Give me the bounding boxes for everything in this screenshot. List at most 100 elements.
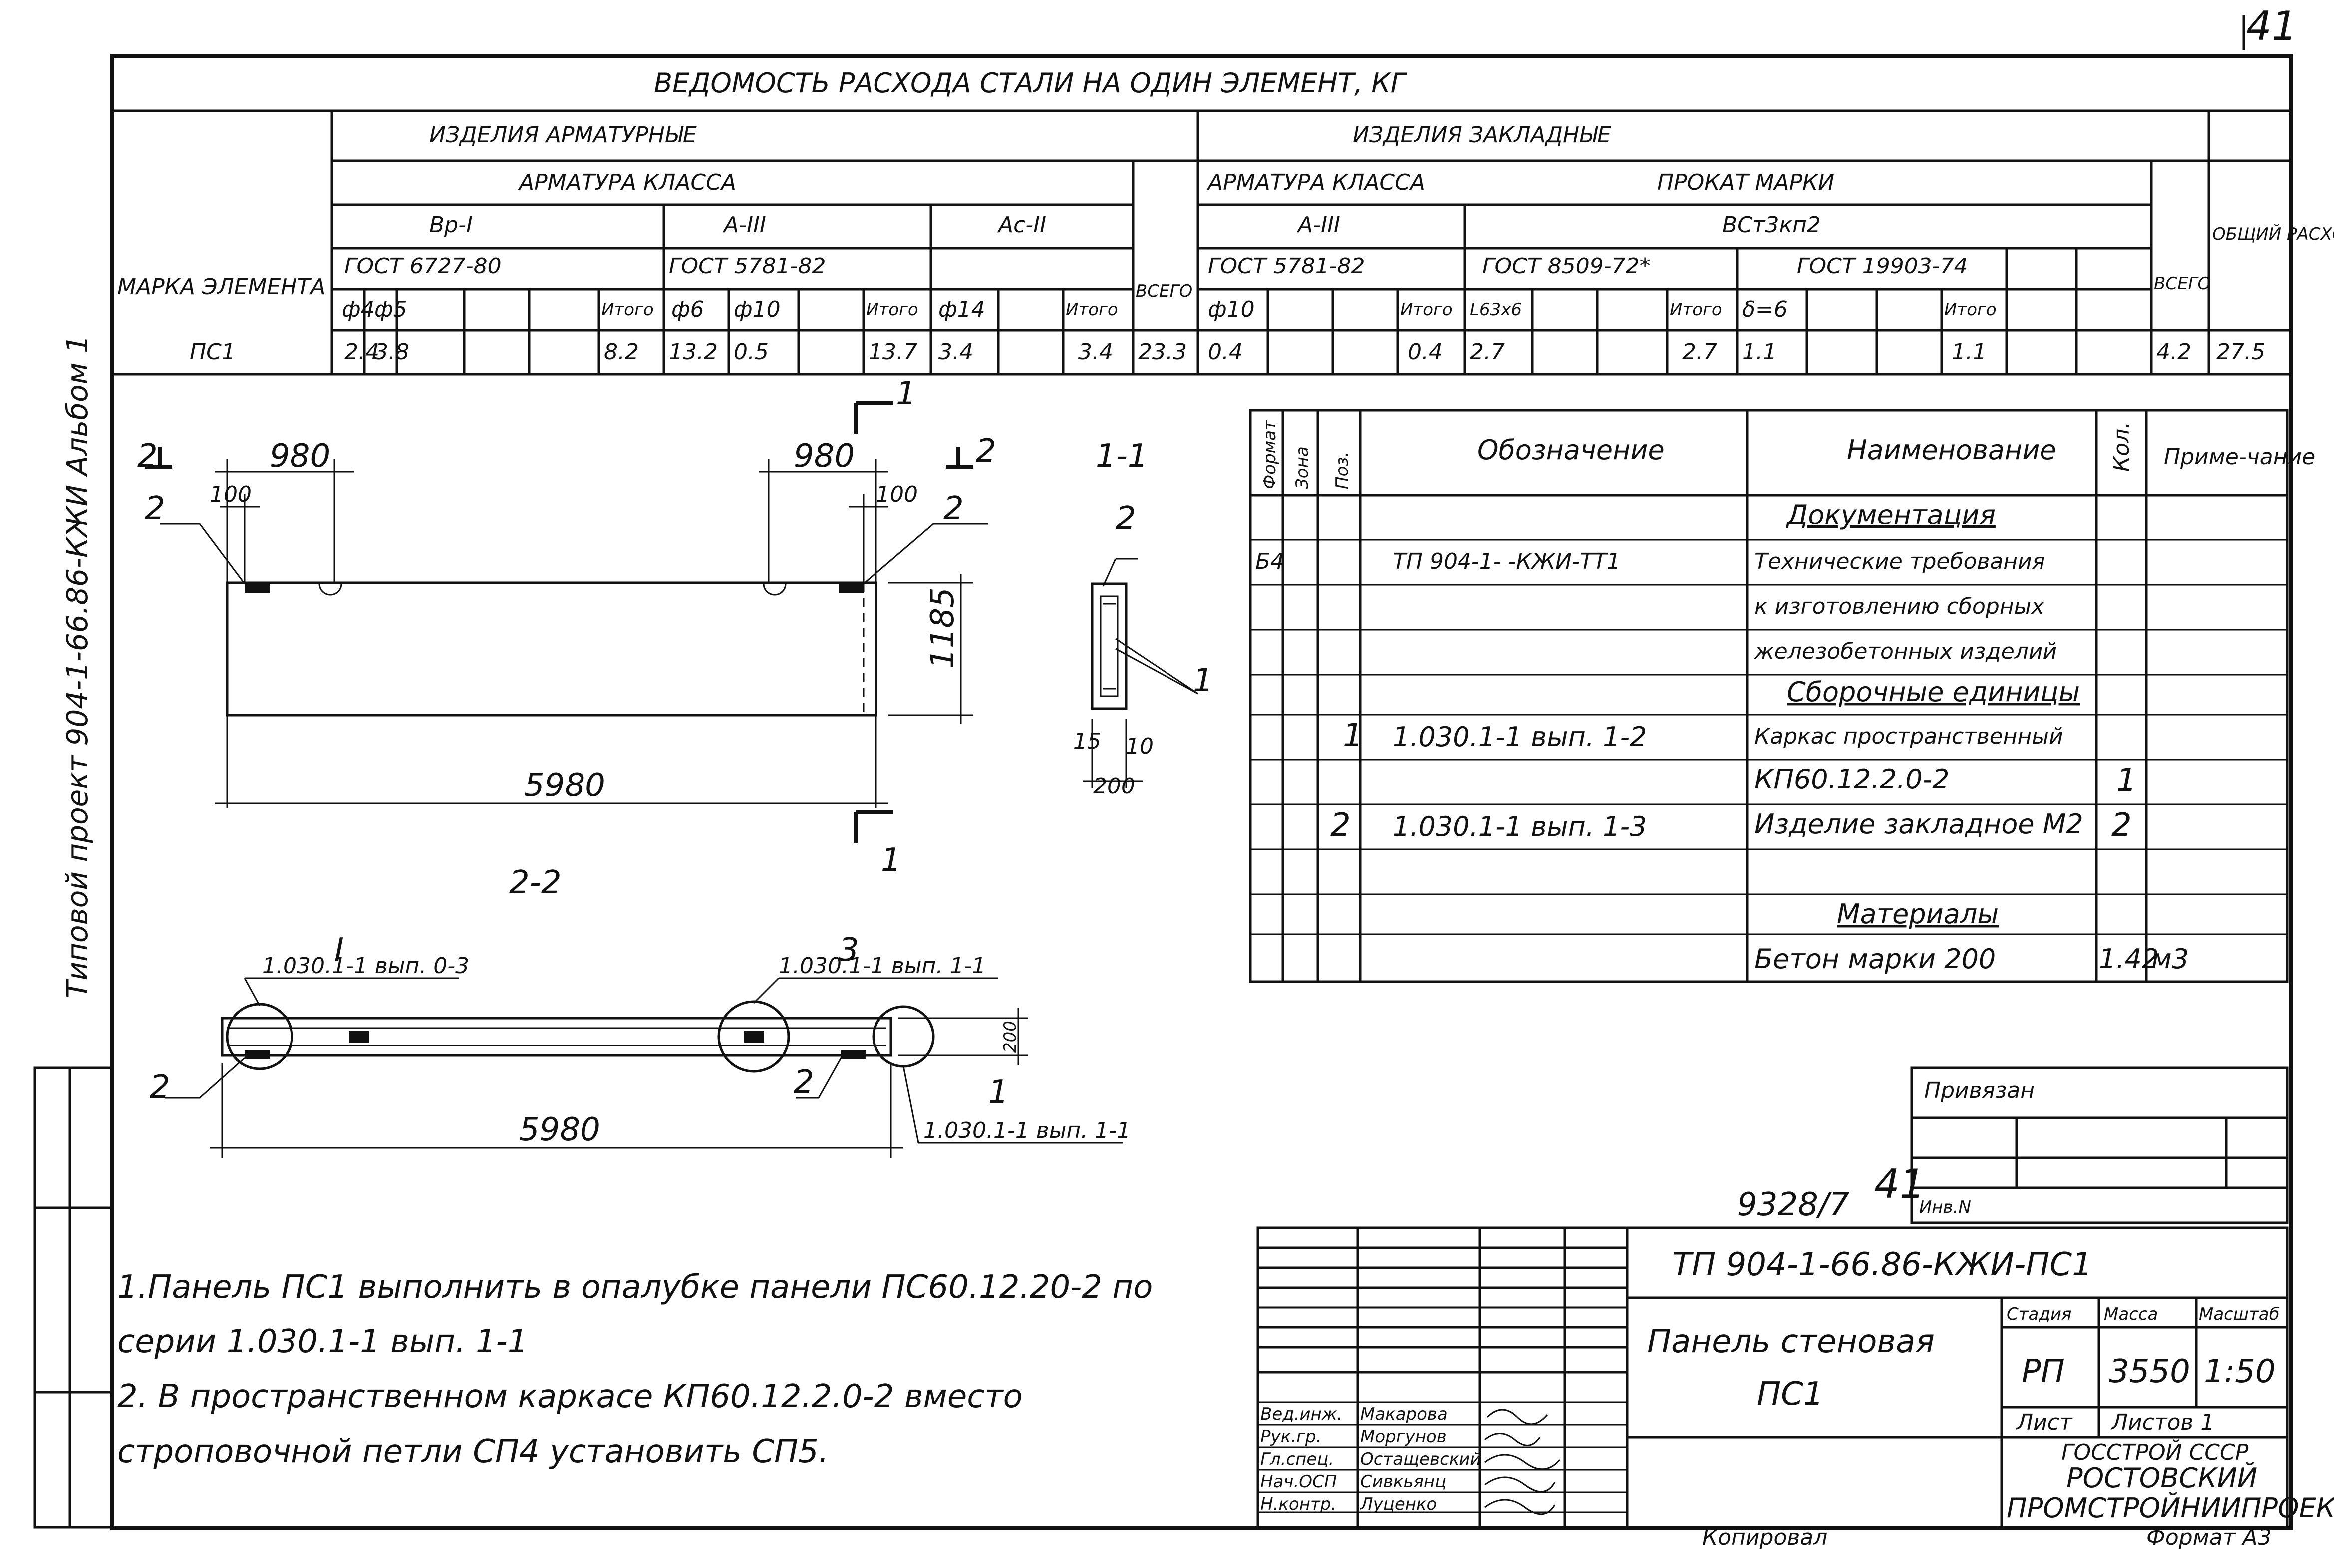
section-2-2-label: 2-2 xyxy=(509,864,562,901)
leader-3-text: 1.030.1-1 вып. 1-1 xyxy=(779,953,986,979)
archive-sheet: 41 xyxy=(1874,1161,1925,1207)
section-2-2-tag-2-right: 2 xyxy=(794,1064,814,1101)
svg-text:Луценко: Луценко xyxy=(1359,1494,1437,1514)
section-1-1-label: 1-1 xyxy=(1096,438,1148,475)
leader-I-label: I xyxy=(334,932,344,969)
item-name: Панель стеновая xyxy=(1647,1323,1935,1360)
class-ac2: Ас-II xyxy=(997,212,1046,238)
spec-row-5-des: 1.030.1-1 вып. 1-2 xyxy=(1393,721,1647,753)
spec-h-zone: Зона xyxy=(1292,446,1312,489)
section-1-1-tag-2: 2 xyxy=(1116,500,1136,537)
format-label: Формат А3 xyxy=(2146,1525,2272,1550)
spec-row-10-qty: 1.42 xyxy=(2099,943,2159,975)
item-mark: ПС1 xyxy=(1757,1376,1824,1413)
page-number: 41 xyxy=(2246,3,2297,49)
embedded-class-a3: А-III xyxy=(1296,212,1340,238)
svg-text:27.5: 27.5 xyxy=(2216,339,2265,365)
spec-row-6-qty: 1 xyxy=(2116,762,2137,799)
svg-text:Итого: Итого xyxy=(1400,300,1453,320)
mass-label: Масса xyxy=(2104,1305,2158,1324)
cut-2-right: 2 xyxy=(976,433,996,470)
leader-1-text: 1.030.1-1 вып. 1-1 xyxy=(923,1118,1131,1143)
svg-text:Гл.спец.: Гл.спец. xyxy=(1260,1449,1334,1469)
spec-h-pos: Поз. xyxy=(1332,452,1352,489)
svg-text:3.4: 3.4 xyxy=(1078,339,1113,365)
class-a3: А-III xyxy=(722,212,766,238)
svg-text:Н.контр.: Н.контр. xyxy=(1260,1494,1336,1514)
leader-1-label: 1 xyxy=(988,1074,1009,1111)
rolled-steel-grade: ВСт3кп2 xyxy=(1722,212,1821,238)
side-stamp xyxy=(33,1066,114,1529)
svg-text:Сивкьянц: Сивкьянц xyxy=(1360,1472,1446,1492)
dim-10: 10 xyxy=(1126,734,1154,759)
title-block xyxy=(1256,1226,2289,1529)
svg-text:2.4: 2.4 xyxy=(344,339,379,365)
svg-text:ф10: ф10 xyxy=(1208,297,1255,322)
section-1-1-tag-1: 1 xyxy=(1193,662,1213,699)
svg-text:0.5: 0.5 xyxy=(734,339,769,365)
overall-label: ОБЩИЙ РАСХОД xyxy=(2212,224,2334,244)
svg-text:2.7: 2.7 xyxy=(1470,339,1505,365)
spec-row-5-name: Каркас пространственный xyxy=(1754,724,2063,749)
svg-text:ф6: ф6 xyxy=(671,297,704,322)
spec-row-0-name: Документация xyxy=(1786,499,1996,530)
svg-text:Остащевский: Остащевский xyxy=(1360,1449,1481,1469)
svg-text:0.4: 0.4 xyxy=(1208,339,1243,365)
doc-code: ТП 904-1-66.86-КЖИ-ПС1 xyxy=(1672,1246,2092,1283)
svg-text:Макарова: Макарова xyxy=(1360,1404,1448,1424)
section-2-2 xyxy=(165,977,1123,1158)
section-1-1 xyxy=(1083,558,1198,788)
svg-text:Нач.ОСП: Нач.ОСП xyxy=(1260,1472,1337,1492)
spec-h-note: Приме-чание xyxy=(2164,444,2315,470)
inv-label: Инв.N xyxy=(1919,1197,1971,1217)
cut-2-left: 2 xyxy=(137,438,158,475)
org-line-2: РОСТОВСКИЙ xyxy=(2066,1462,2257,1494)
gost-8509: ГОСТ 8509-72* xyxy=(1482,254,1651,279)
spec-row-7-name: Изделие закладное М2 xyxy=(1754,808,2083,840)
spec-row-5-pos: 1 xyxy=(1343,717,1363,754)
note-2: 2. В пространственном каркасе КП60.12.2.… xyxy=(117,1378,1023,1415)
svg-text:3.8: 3.8 xyxy=(374,339,409,365)
svg-text:Моргунов: Моргунов xyxy=(1360,1427,1447,1447)
stage-value: РП xyxy=(2022,1353,2065,1390)
svg-text:3.4: 3.4 xyxy=(938,339,973,365)
spec-row-6-name: КП60.12.2.0-2 xyxy=(1754,764,1949,795)
stage-label: Стадия xyxy=(2007,1305,2071,1324)
spec-row-4-name: Сборочные единицы xyxy=(1787,676,2080,708)
side-label: Типовой проект 904-1-66.86-КЖИ Альбом 1 xyxy=(60,335,94,998)
sheet-label: Лист xyxy=(2016,1410,2073,1435)
cut-1-top: 1 xyxy=(896,375,916,412)
total-label-2: ВСЕГО xyxy=(2154,274,2211,294)
spec-row-3-name: железобетонных изделий xyxy=(1754,639,2057,664)
spec-row-7-des: 1.030.1-1 вып. 1-3 xyxy=(1393,811,1647,842)
svg-text:13.2: 13.2 xyxy=(669,339,718,365)
group-reinforcing-class: АРМАТУРА КЛАССА xyxy=(518,170,736,195)
steel-row-pc1: ПС1 2.4 3.8 8.2 13.2 0.5 13.7 3.4 3.4 23… xyxy=(190,339,2265,365)
spec-h-name: Наименование xyxy=(1847,434,2056,466)
dim-980-right: 980 xyxy=(794,438,855,475)
spec-row-1-name: Технические требования xyxy=(1754,549,2045,574)
copied-label: Копировал xyxy=(1702,1525,1827,1550)
sheets-label: Листов 1 xyxy=(2110,1410,2214,1435)
embedded-gost: ГОСТ 5781-82 xyxy=(1208,254,1365,279)
svg-text:ф4: ф4 xyxy=(342,297,375,322)
archive-number: 9328/7 xyxy=(1737,1186,1849,1223)
group-reinforcing: ИЗДЕЛИЯ АРМАТУРНЫЕ xyxy=(429,122,697,148)
spec-row-10-note: м3 xyxy=(2151,943,2189,975)
spec-row-7-qty: 2 xyxy=(2111,807,2132,844)
spec-row-1-fmt: Б4 xyxy=(1255,549,1284,574)
notes: 1.Панель ПС1 выполнить в опалубке панели… xyxy=(117,1269,1153,1470)
spec-h-format: Формат xyxy=(1260,420,1280,489)
dim-200-section: 200 xyxy=(1000,1021,1020,1053)
section-2-2-tag-2-left: 2 xyxy=(150,1069,170,1106)
spec-row-10-name: Бетон марки 200 xyxy=(1754,943,1996,975)
svg-text:2.7: 2.7 xyxy=(1682,339,1717,365)
leader-3-label: 3 xyxy=(839,932,859,969)
dim-100-right: 100 xyxy=(876,482,918,507)
org-line-1: ГОССТРОЙ СССР xyxy=(2061,1439,2249,1465)
element-mark-header: МАРКА ЭЛЕМЕНТА xyxy=(117,274,325,300)
svg-text:L63x6: L63x6 xyxy=(1470,300,1522,320)
steel-table xyxy=(112,109,2291,376)
svg-text:Итого: Итого xyxy=(1944,300,1997,320)
svg-text:ф14: ф14 xyxy=(938,297,985,322)
